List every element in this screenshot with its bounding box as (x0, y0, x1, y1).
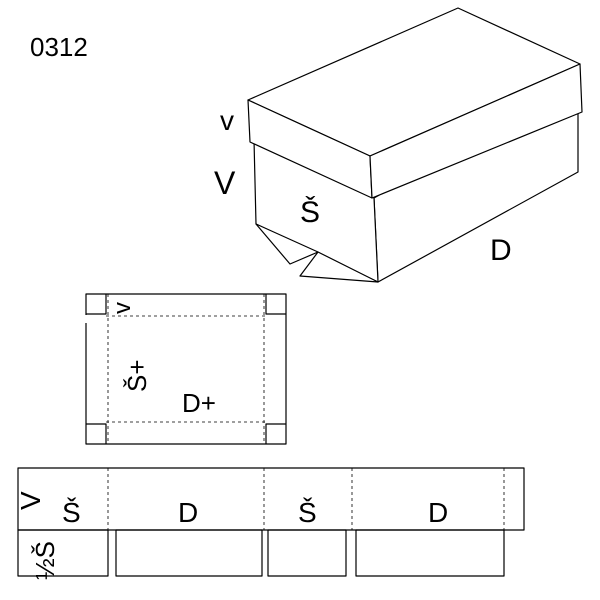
body-blank-bottom-flap-2 (115, 529, 263, 577)
lid-blank-outline (85, 293, 287, 445)
lid-blank (84, 293, 287, 445)
body-label-panel-3: Š (298, 497, 317, 528)
lid-side-face (369, 63, 583, 199)
body-label-panel-1: Š (62, 497, 81, 528)
lid-label-width: Š+ (122, 359, 152, 392)
body-blank-fold-lines (107, 468, 505, 530)
lid-label-flap-height: v (109, 302, 136, 314)
box-label-lid-height: v (220, 105, 234, 136)
body-label-panel-2: D (178, 497, 198, 528)
bottom-flap-left (255, 223, 319, 265)
box-label-width: Š (300, 195, 320, 229)
assembled-box (247, 7, 583, 283)
body-label-panel-4: D (428, 497, 448, 528)
lid-blank-gap-left (84, 315, 87, 323)
lid-label-length: D+ (182, 388, 216, 418)
body-blank-bottom-flap-3 (267, 529, 347, 577)
body-blank (17, 467, 525, 577)
lid-blank-fold-lines (106, 294, 266, 444)
body-label-half-width: ½Š (30, 541, 60, 580)
body-blank-bottom-flap-4 (355, 529, 505, 577)
model-code: 0312 (30, 32, 88, 62)
bottom-flap-right (299, 251, 379, 283)
box-label-length: D (490, 234, 512, 267)
box-label-body-height: V (214, 165, 236, 201)
body-blank-bottom-flap-1 (17, 529, 109, 577)
body-label-height: V (15, 491, 46, 510)
